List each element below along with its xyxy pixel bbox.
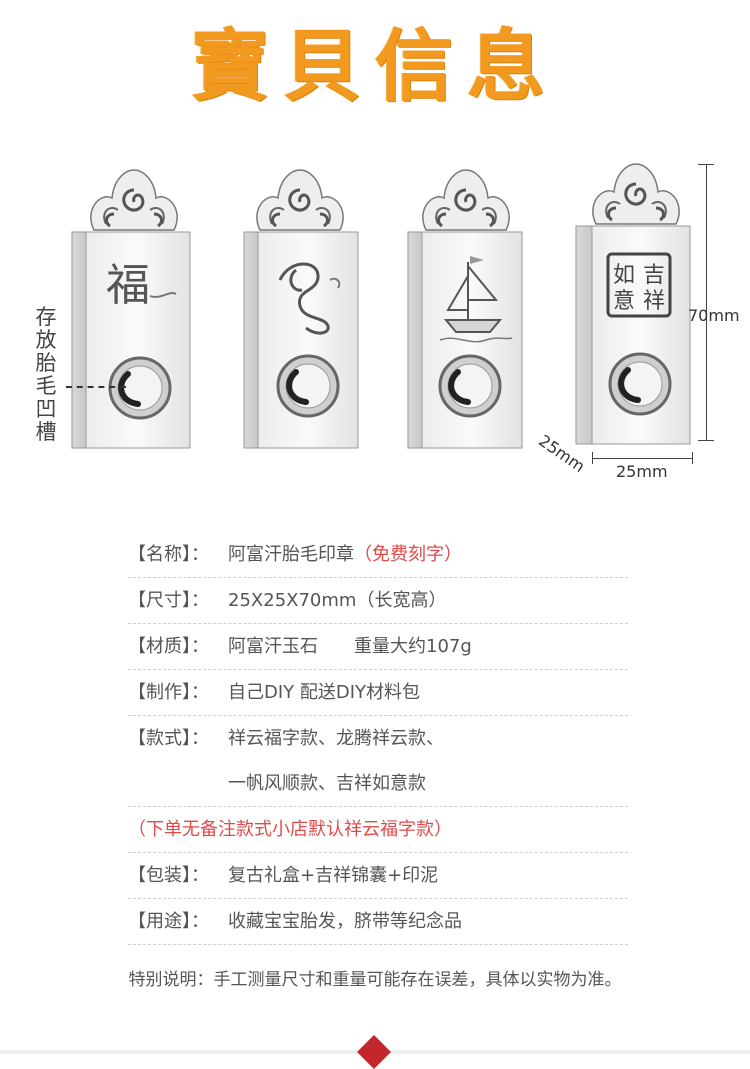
stamp-illustrations: 福 如 吉 意 祥 <box>71 162 691 449</box>
fu-character: 福 <box>106 260 150 311</box>
stamp-fu: 福 <box>71 168 191 449</box>
svg-text:祥: 祥 <box>643 289 665 314</box>
product-info: 【名称】：阿富汗胎毛印章（免费刻字） 【尺寸】：25X25X70mm（长宽高） … <box>128 532 628 945</box>
svg-text:意: 意 <box>613 289 635 314</box>
groove-pointer <box>66 386 126 388</box>
info-row-name: 【名称】：阿富汗胎毛印章（免费刻字） <box>128 532 628 578</box>
info-row-size: 【尺寸】：25X25X70mm（长宽高） <box>128 578 628 624</box>
width-label: 25mm <box>616 462 668 481</box>
page-title: 寶貝信息 <box>190 21 559 112</box>
height-dimension-line <box>706 164 707 440</box>
info-row-use: 【用途】：收藏宝宝胎发，脐带等纪念品 <box>128 899 628 945</box>
info-row-material: 【材质】：阿富汗玉石 重量大约107g <box>128 624 628 670</box>
decor-diamond-icon <box>357 1035 391 1069</box>
width-dimension-line <box>592 458 692 459</box>
stamp-sailboat <box>407 168 523 449</box>
stamp-seal: 如 吉 意 祥 <box>575 162 691 445</box>
groove-label: 存放胎毛凹槽 <box>35 305 57 444</box>
special-note: 特别说明：手工测量尺寸和重量可能存在误差，具体以实物为准。 <box>128 970 622 990</box>
info-row-package: 【包装】：复古礼盒+吉祥锦囊+印泥 <box>128 853 628 899</box>
info-row-style: 【款式】：祥云福字款、龙腾祥云款、 <box>128 728 444 749</box>
info-row-make: 【制作】：自己DIY 配送DIY材料包 <box>128 670 628 716</box>
default-style-note: （下单无备注款式小店默认祥云福字款） <box>128 807 628 853</box>
stamp-dragon <box>243 168 359 449</box>
svg-text:如: 如 <box>613 263 635 288</box>
height-label: 70mm <box>688 306 740 325</box>
free-engraving-note: （免费刻字） <box>354 544 462 565</box>
svg-text:吉: 吉 <box>643 263 665 288</box>
info-row-style-cont: 一帆风顺款、吉祥如意款 <box>128 761 628 807</box>
